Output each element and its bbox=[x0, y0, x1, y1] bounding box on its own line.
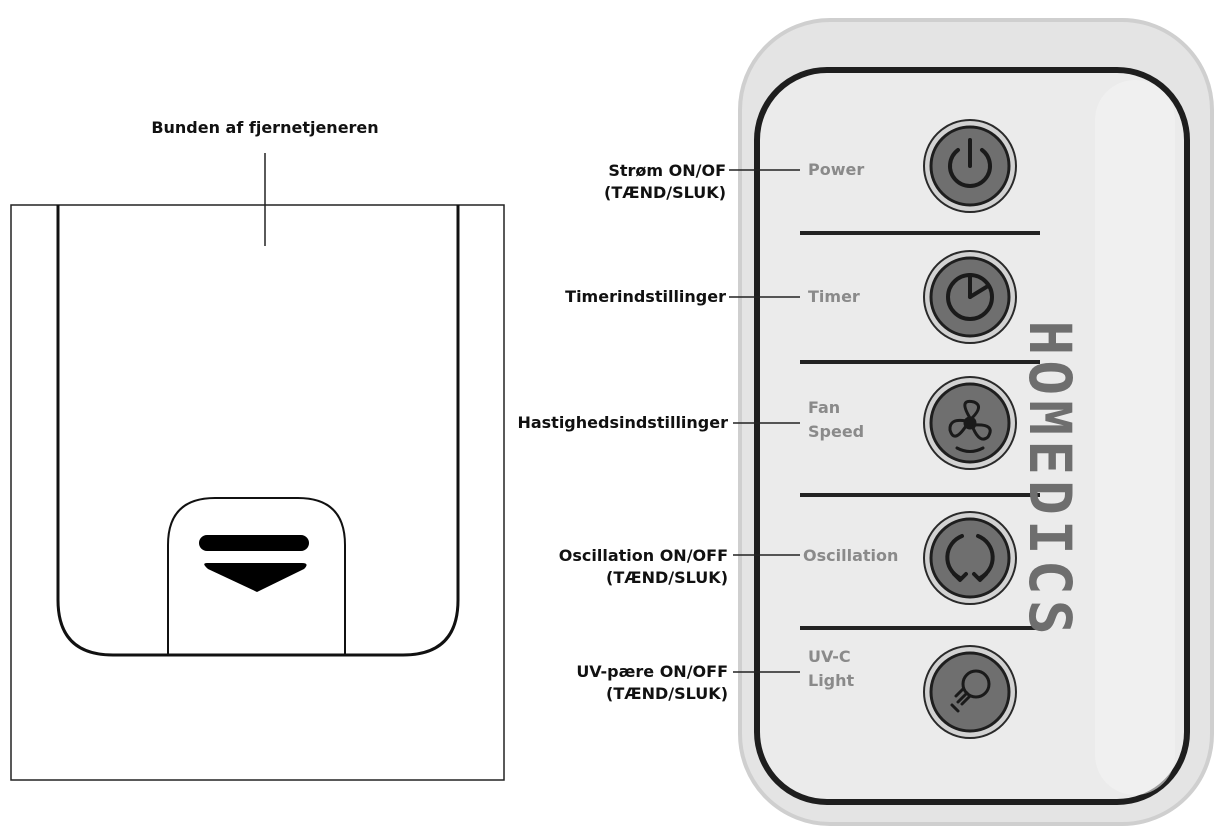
power-icon bbox=[948, 138, 992, 188]
fan-speed-callout-line1: Hastighedsindstillinger bbox=[517, 413, 728, 432]
uv-light-button[interactable] bbox=[923, 645, 1017, 739]
timer-button[interactable] bbox=[923, 250, 1017, 344]
power-label-text: Power bbox=[808, 160, 865, 179]
brand-logo-text: HOMEDICS bbox=[1016, 320, 1084, 640]
timer-button-label: Timer bbox=[808, 285, 860, 309]
oscillation-label-text: Oscillation bbox=[803, 546, 899, 565]
uv-button-label: UV-C Light bbox=[808, 645, 854, 693]
remote-bottom-title: Bunden af fjernetjeneren bbox=[151, 118, 379, 137]
oscillation-button-label: Oscillation bbox=[803, 544, 898, 568]
oscillation-callout-line2: (TÆND/SLUK) bbox=[606, 568, 728, 587]
timer-icon bbox=[946, 273, 994, 321]
oscillation-icon bbox=[945, 534, 995, 582]
fan-speed-button[interactable] bbox=[923, 376, 1017, 470]
remote-bottom-outline bbox=[56, 205, 460, 657]
uv-label-line1: UV-C bbox=[808, 647, 851, 666]
timer-callout-line1: Timerindstillinger bbox=[565, 287, 726, 306]
fan-speed-button-label: Fan Speed bbox=[808, 396, 864, 444]
battery-cover-arrow bbox=[204, 563, 307, 592]
uv-callout-line1: UV-pære ON/OFF bbox=[576, 662, 728, 681]
fan-label-line1: Fan bbox=[808, 398, 841, 417]
uv-callout: UV-pære ON/OFF (TÆND/SLUK) bbox=[576, 661, 728, 705]
power-callout-line1: Strøm ON/OF bbox=[608, 161, 726, 180]
power-button[interactable] bbox=[923, 119, 1017, 213]
uv-label-line2: Light bbox=[808, 671, 855, 690]
lightbulb-icon bbox=[950, 669, 991, 713]
oscillation-callout: Oscillation ON/OFF (TÆND/SLUK) bbox=[559, 545, 728, 589]
fan-icon bbox=[948, 399, 992, 453]
battery-cover-grip-bar bbox=[199, 535, 309, 551]
remote-bottom-frame bbox=[10, 204, 505, 781]
remote-body-sheen bbox=[1095, 80, 1175, 795]
timer-callout: Timerindstillinger bbox=[565, 286, 726, 308]
fan-label-line2: Speed bbox=[808, 422, 865, 441]
power-callout-line2: (TÆND/SLUK) bbox=[604, 183, 726, 202]
power-button-label: Power bbox=[808, 158, 864, 182]
oscillation-button[interactable] bbox=[923, 511, 1017, 605]
battery-cover[interactable] bbox=[167, 497, 346, 655]
oscillation-callout-line1: Oscillation ON/OFF bbox=[558, 546, 728, 565]
timer-label-text: Timer bbox=[808, 287, 860, 306]
power-callout: Strøm ON/OF (TÆND/SLUK) bbox=[604, 160, 726, 204]
fan-speed-callout: Hastighedsindstillinger bbox=[517, 412, 728, 434]
uv-callout-line2: (TÆND/SLUK) bbox=[606, 684, 728, 703]
